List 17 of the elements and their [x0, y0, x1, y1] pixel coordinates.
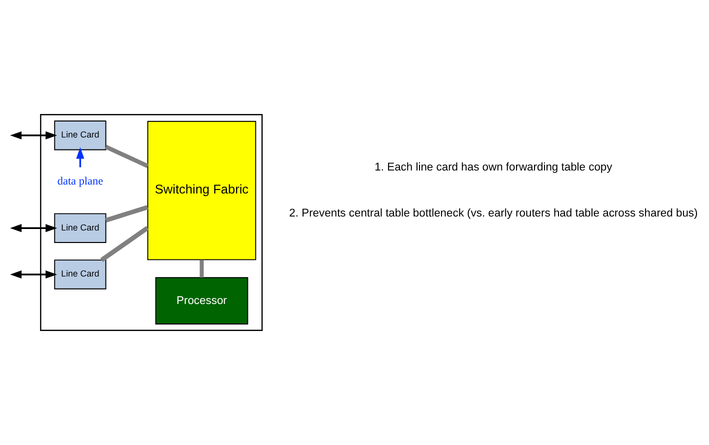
arrow [10, 131, 58, 140]
node-box: Switching Fabric [147, 120, 256, 260]
node-text: data plane [57, 176, 104, 188]
node-box: Line Card [54, 213, 106, 243]
cluster [40, 114, 263, 332]
node-box: Processor [155, 277, 248, 324]
arrow [10, 270, 58, 278]
arrow [76, 147, 84, 168]
connector [200, 260, 204, 278]
label: 2. Prevents central table bottleneck (vs. early routers had table across shared bus) [289, 208, 698, 220]
arrow [10, 224, 58, 232]
connector [104, 144, 149, 168]
connector [100, 226, 149, 262]
node-box: Line Card [54, 260, 106, 290]
node-box: Line Card [54, 120, 106, 150]
label: 1. Each line card has own forwarding table copy [374, 161, 612, 174]
connector [105, 205, 148, 222]
